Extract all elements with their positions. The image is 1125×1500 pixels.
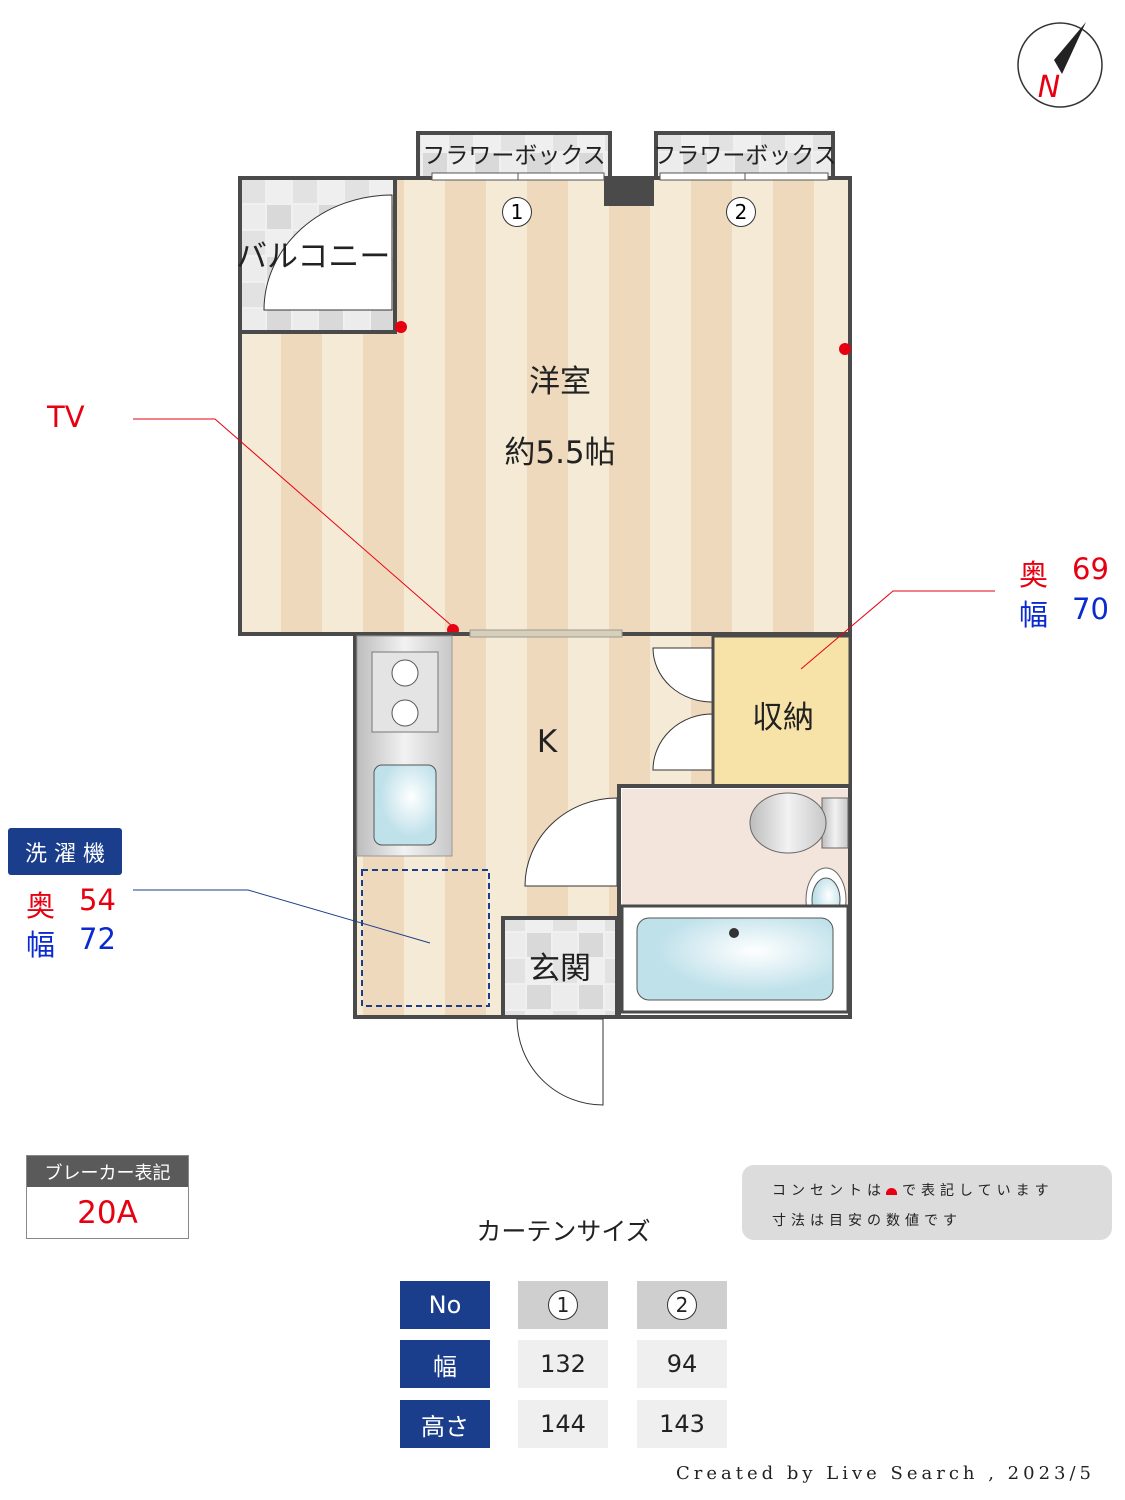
curtain-row-label-height: 高さ <box>400 1400 490 1448</box>
washer-space <box>361 869 490 1007</box>
curtain-cell: 143 <box>637 1400 727 1448</box>
storage-leader-line <box>800 590 995 670</box>
washer-title: 洗 濯 機 <box>8 828 122 875</box>
outlet-icon <box>395 321 407 333</box>
tv-leader-line <box>133 418 453 627</box>
curtain-header-2-number: 2 <box>667 1290 697 1320</box>
curtain-cell: 94 <box>637 1340 727 1388</box>
bathtub-icon <box>636 917 834 1001</box>
storage-depth-label: 奥 <box>1019 558 1049 592</box>
outlet-legend-icon <box>886 1188 897 1195</box>
bathroom <box>617 784 852 1019</box>
storage-width-value: 70 <box>1072 592 1109 626</box>
curtain-header-2: 2 <box>637 1281 727 1329</box>
washer-leader-line <box>133 889 431 944</box>
entrance: 玄関 <box>501 916 619 1106</box>
flower-box-2: フラワーボックス <box>653 131 837 182</box>
curtain-header-1-number: 1 <box>548 1290 578 1320</box>
storage-width-label: 幅 <box>1019 598 1049 632</box>
washer-width-label: 幅 <box>26 928 56 962</box>
toilet-icon <box>749 792 827 854</box>
sliding-door <box>469 629 623 638</box>
credit-text: Created by Live Search , 2023/5 <box>675 1463 1095 1484</box>
storage-depth-value: 69 <box>1072 552 1109 586</box>
note-box: コンセントはで表記しています 寸法は目安の数値です <box>742 1165 1112 1240</box>
curtain-header-no: No <box>400 1281 490 1329</box>
room-size: 約5.5帖 <box>504 435 615 471</box>
outlet-icon <box>839 343 851 355</box>
balcony: バルコニー <box>236 176 397 334</box>
note-line2: 寸法は目安の数値です <box>772 1213 962 1229</box>
pillar <box>604 176 654 206</box>
front-door[interactable] <box>516 1018 604 1106</box>
kitchen-label: K <box>537 724 558 760</box>
closet-doors <box>652 647 713 771</box>
note-line1-b: で表記しています <box>902 1183 1054 1199</box>
entrance-label: 玄関 <box>529 951 591 987</box>
window-1 <box>431 172 605 181</box>
flower-box-1: フラワーボックス <box>416 131 612 182</box>
breaker-title: ブレーカー表記 <box>27 1156 188 1187</box>
storage: 収納 <box>711 634 852 788</box>
note-line1-a: コンセントは <box>772 1183 886 1199</box>
sink-icon <box>373 764 437 846</box>
breaker-value: 20A <box>77 1194 138 1231</box>
curtain-cell: 132 <box>518 1340 608 1388</box>
washer-depth-label: 奥 <box>26 889 56 923</box>
curtain-title: カーテンサイズ <box>476 1217 651 1246</box>
flower-box-label: フラワーボックス <box>422 143 605 169</box>
flower-box-label: フラワーボックス <box>653 143 836 169</box>
window-number-2: 2 <box>726 197 756 227</box>
curtain-cell: 144 <box>518 1400 608 1448</box>
tv-label: TV <box>47 400 85 434</box>
bathroom-door <box>524 797 618 887</box>
storage-label: 収納 <box>752 700 814 736</box>
kitchen-counter <box>356 635 453 857</box>
breaker-box: ブレーカー表記 20A <box>26 1155 189 1239</box>
washer-depth-value: 54 <box>79 883 116 917</box>
compass-icon: N <box>1017 22 1103 108</box>
compass-north-label: N <box>1038 70 1060 105</box>
window-2 <box>659 172 829 181</box>
window-number-1: 1 <box>502 197 532 227</box>
curtain-header-1: 1 <box>518 1281 608 1329</box>
room-name-western: 洋室 <box>529 364 591 400</box>
washer-width-value: 72 <box>79 922 116 956</box>
curtain-row-label-width: 幅 <box>400 1340 490 1388</box>
balcony-label: バルコニー <box>236 239 390 275</box>
